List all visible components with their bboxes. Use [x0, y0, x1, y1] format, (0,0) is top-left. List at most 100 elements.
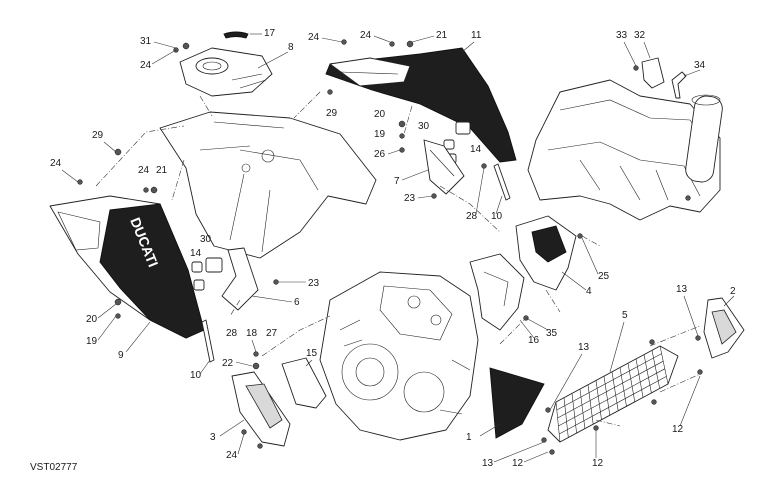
callout-14b: 14: [470, 144, 482, 155]
lower-panel-part: [231, 371, 291, 447]
callout-10b: 10: [491, 211, 503, 222]
callout-3: 3: [210, 432, 216, 443]
callout-24c: 24: [360, 30, 372, 41]
callout-31: 31: [140, 36, 152, 47]
callout-17: 17: [264, 28, 276, 39]
main-frame-part: [527, 79, 723, 221]
leader-9: [125, 321, 151, 353]
callout-32: 32: [634, 30, 646, 41]
leader-31: [153, 41, 177, 49]
fasteners: [77, 39, 703, 455]
engine-part: [319, 271, 479, 441]
leader-20a: [97, 303, 117, 319]
side-guard-part: [469, 253, 525, 331]
callout-16: 16: [528, 335, 540, 346]
rods-part: [201, 163, 511, 363]
callout-12b: 12: [592, 458, 604, 469]
callout-numbers: 1 2 3 4 5 6 7 8 9 10 10 11 12 12 12 13 1…: [50, 28, 736, 469]
callout-4: 4: [586, 286, 592, 297]
leader-28b: [475, 167, 485, 215]
callout-13b: 13: [578, 342, 590, 353]
leader-12a: [523, 451, 549, 463]
small-bracket-part: [221, 247, 259, 311]
leader-22: [235, 361, 253, 367]
callout-1: 1: [466, 432, 472, 443]
radiator-grille-part: [547, 345, 679, 443]
callout-26: 26: [374, 149, 386, 160]
callout-30b: 30: [418, 121, 430, 132]
leader-5: [609, 321, 625, 373]
bracket-32-part: [641, 57, 687, 99]
callout-24f: 24: [226, 450, 238, 461]
callout-6: 6: [294, 297, 300, 308]
leader-26: [387, 149, 401, 155]
badge-plate-part: [489, 367, 545, 439]
callout-14a: 14: [190, 248, 202, 259]
left-side-panel-part: DUCATI: [49, 195, 205, 339]
callout-22: 22: [222, 358, 234, 369]
callout-12c: 12: [672, 424, 684, 435]
leader-10a: [199, 359, 211, 375]
leader-13a: [683, 295, 699, 337]
callout-15: 15: [306, 348, 318, 359]
callout-24a: 24: [140, 60, 152, 71]
leader-21b: [411, 35, 435, 43]
callout-33: 33: [616, 30, 628, 41]
callout-11: 11: [471, 30, 482, 41]
callout-27: 27: [266, 328, 278, 339]
callout-21a: 21: [156, 165, 168, 176]
callout-28a: 28: [226, 328, 238, 339]
callout-25: 25: [598, 271, 610, 282]
tank-side-cover-part: [325, 47, 517, 163]
leader-lines: [61, 33, 735, 463]
tank-flap-part: [423, 139, 465, 195]
leader-34: [683, 69, 701, 77]
leader-18: [251, 339, 257, 353]
callout-12a: 12: [512, 458, 524, 469]
leader-16: [519, 319, 535, 339]
callout-18: 18: [246, 328, 258, 339]
callout-20b: 20: [374, 109, 386, 120]
callout-7: 7: [394, 176, 400, 187]
leader-10b: [495, 195, 503, 215]
callout-21b: 21: [436, 30, 448, 41]
callout-13a: 13: [676, 284, 688, 295]
callout-28b: 28: [466, 211, 478, 222]
intake-duct-part: [515, 215, 577, 291]
leader-12c: [679, 375, 701, 427]
leader-7: [401, 169, 429, 181]
leader-4: [561, 271, 587, 291]
tank-frame-part: [159, 111, 377, 259]
leader-6: [251, 295, 293, 303]
callout-13c: 13: [482, 458, 494, 469]
right-cover-part: [703, 297, 745, 359]
leader-2: [723, 295, 735, 307]
engine-cover-15-part: [281, 357, 327, 409]
leader-24c: [373, 35, 391, 43]
callout-29a: 29: [92, 130, 104, 141]
leader-32: [643, 41, 651, 59]
leader-11: [461, 41, 475, 53]
leader-24d: [61, 169, 79, 183]
callout-29b: 29: [326, 108, 338, 119]
leader-33: [623, 41, 637, 67]
leader-24b: [321, 37, 343, 43]
callout-23b: 23: [404, 193, 416, 204]
leader-35: [525, 317, 549, 331]
leader-25: [581, 237, 599, 275]
callout-24b: 24: [308, 32, 320, 43]
callout-30a: 30: [200, 234, 212, 245]
leader-23b: [417, 195, 433, 199]
callout-20a: 20: [86, 314, 98, 325]
callout-24e: 24: [138, 165, 150, 176]
leader-15: [305, 359, 313, 367]
callout-9: 9: [118, 350, 124, 361]
leader-13b: [549, 353, 583, 411]
callout-19a: 19: [86, 336, 98, 347]
callout-19b: 19: [374, 129, 386, 140]
rubber-pads-part: [191, 121, 471, 291]
leader-24f: [237, 433, 245, 455]
callout-5: 5: [622, 310, 628, 321]
callout-10a: 10: [190, 370, 202, 381]
